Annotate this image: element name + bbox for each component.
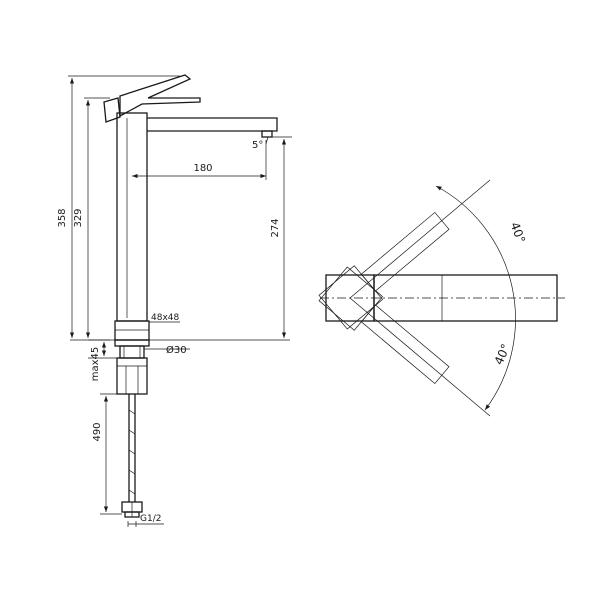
handle-cap <box>103 97 121 123</box>
swivel-arc <box>435 185 516 411</box>
dim-spout-clearance: 274 <box>270 218 281 237</box>
dim-deck-thickness: max45 <box>90 347 101 382</box>
plan-view: 40° 40° <box>318 179 565 417</box>
aerator <box>261 130 273 138</box>
plan-angle-top: 40° <box>508 220 528 245</box>
mount-washer <box>114 339 150 347</box>
faucet-body <box>116 112 148 322</box>
dim-hose-length: 490 <box>92 422 103 441</box>
dim-mount-hole: Ø30 <box>166 344 187 356</box>
spout-rotated-down <box>318 266 450 385</box>
dim-spout-reach: 180 <box>193 163 212 174</box>
dim-base-size: 48x48 <box>151 313 180 323</box>
side-view-dimensions: 358 329 180 5° 274 48x48 Ø30 max45 490 <box>57 75 292 527</box>
dim-total-height: 358 <box>57 208 68 227</box>
plan-angle-bottom: 40° <box>492 342 513 367</box>
spout <box>147 117 278 132</box>
faucet-base <box>114 320 150 341</box>
flexible-hose <box>128 394 136 502</box>
dim-spout-angle: 5° <box>252 140 263 151</box>
dim-spout-height: 329 <box>73 208 84 227</box>
dim-connection: G1/2 <box>140 514 161 524</box>
mount-shank <box>119 345 145 359</box>
mount-nut <box>116 357 148 395</box>
lever-handle <box>119 74 201 118</box>
